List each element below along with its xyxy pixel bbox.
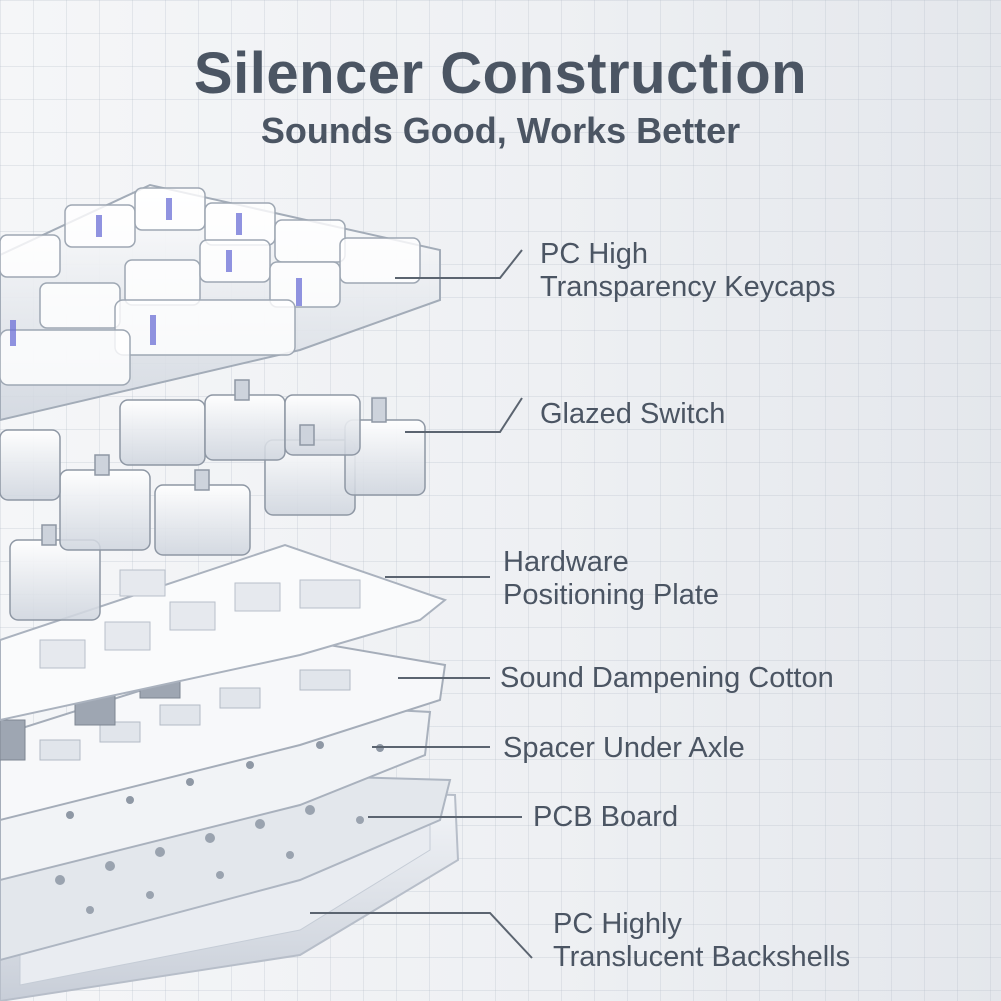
page-title: Silencer Construction xyxy=(193,41,808,106)
label-keycaps: PC High Transparency Keycaps xyxy=(540,238,836,304)
page-subtitle: Sounds Good, Works Better xyxy=(260,110,741,151)
label-pcb-line1: PCB Board xyxy=(533,801,679,833)
label-switch: Glazed Switch xyxy=(540,398,725,431)
label-backshell-line1: PC Highly xyxy=(553,908,682,940)
label-cotton: Sound Dampening Cotton xyxy=(500,662,834,695)
label-backshell: PC Highly Translucent Backshells xyxy=(553,908,850,974)
label-pcb: PCB Board xyxy=(533,801,678,834)
label-switch-line1: Glazed Switch xyxy=(540,398,726,430)
leader-lines xyxy=(310,249,533,959)
label-plate-line2: Positioning Plate xyxy=(503,579,720,611)
label-spacer: Spacer Under Axle xyxy=(503,732,745,765)
label-keycaps-line2: Transparency Keycaps xyxy=(540,271,836,303)
keycap-layer xyxy=(0,183,441,422)
label-keycaps-line1: PC High xyxy=(540,238,648,270)
label-backshell-line2: Translucent Backshells xyxy=(553,941,851,973)
label-plate: Hardware Positioning Plate xyxy=(503,546,719,612)
label-cotton-line1: Sound Dampening Cotton xyxy=(500,662,834,694)
label-plate-line1: Hardware xyxy=(503,546,629,578)
positioning-plate-layer xyxy=(0,543,448,722)
switch-layer xyxy=(0,379,426,621)
label-spacer-line1: Spacer Under Axle xyxy=(503,732,745,764)
